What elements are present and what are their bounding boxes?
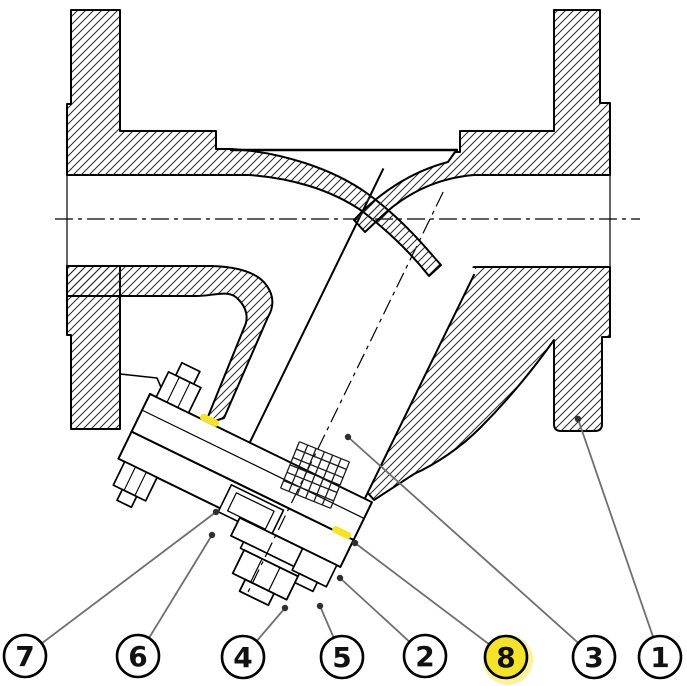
leader-line-4: [255, 607, 286, 642]
drain-plug-facet: [250, 558, 263, 583]
leader-dot-4: [281, 604, 289, 612]
bolt-tail: [294, 572, 319, 593]
bolt-head: [155, 370, 202, 414]
leader-line-1: [577, 418, 655, 638]
callout-balloon-2[interactable]: [402, 633, 448, 679]
callout-label-1: 1: [650, 641, 669, 674]
right-flange-upper-section: [353, 9, 611, 233]
cap-bolt-left: [112, 361, 202, 509]
callout-balloon-8[interactable]: [483, 634, 529, 680]
callouts-layer: 7 6 4 5 2 8 3 1: [2, 415, 683, 685]
callout-label-3: 3: [584, 641, 603, 674]
callout-balloon-7[interactable]: [2, 633, 48, 679]
leader-dot-1: [574, 415, 582, 423]
bolt-head-facet: [166, 376, 180, 403]
drain-plug-tip: [238, 578, 275, 607]
nut-facet: [134, 472, 147, 496]
drain-plug-facet: [268, 567, 281, 592]
cap-bolt-right: [291, 547, 338, 593]
nut-facet: [123, 466, 136, 491]
callout-balloon-1[interactable]: [637, 634, 683, 680]
callout-label-2: 2: [415, 640, 434, 673]
leader-dot-6: [208, 531, 216, 539]
leader-dot-8: [351, 539, 359, 547]
leader-line-3: [347, 436, 579, 644]
leg-flange-step-line: [141, 409, 365, 519]
callout-balloon-3[interactable]: [571, 634, 617, 680]
pocket-wall-right: [363, 273, 476, 500]
leader-line-7: [41, 511, 217, 645]
leader-line-8: [354, 542, 490, 646]
gasket-mark-left: [199, 413, 219, 427]
left-flange-upper-section: [66, 9, 442, 277]
cap-wrench-boss-inner: [226, 492, 275, 530]
bolt-tail: [116, 488, 138, 509]
callout-balloon-4[interactable]: [220, 634, 266, 680]
callout-label-5: 5: [332, 641, 351, 674]
screen-mesh-icon: [279, 441, 351, 509]
leader-dot-3: [344, 433, 352, 441]
callout-label-8: 8: [496, 641, 515, 674]
leader-dot-7: [212, 508, 220, 516]
leader-dot-5: [316, 602, 324, 610]
leader-line-2: [339, 577, 411, 643]
left-flange-lower-section: [66, 265, 274, 434]
leg-centerline: [245, 191, 444, 597]
callout-label-6: 6: [128, 640, 147, 673]
leader-line-5: [319, 605, 335, 639]
callout-label-4: 4: [233, 641, 252, 674]
left-upper-body: [66, 9, 442, 277]
leader-dot-2: [336, 574, 344, 582]
bolt-head-facet: [177, 382, 191, 408]
callout-balloon-6[interactable]: [115, 633, 161, 679]
drain-plug: [231, 549, 299, 607]
callout-balloon-5[interactable]: [319, 634, 365, 680]
gasket-mark-right: [332, 525, 352, 540]
leader-line-6: [148, 534, 213, 639]
callout-label-7: 7: [15, 640, 34, 673]
strainer-leg: [112, 168, 477, 607]
right-upper-body: [353, 9, 611, 233]
